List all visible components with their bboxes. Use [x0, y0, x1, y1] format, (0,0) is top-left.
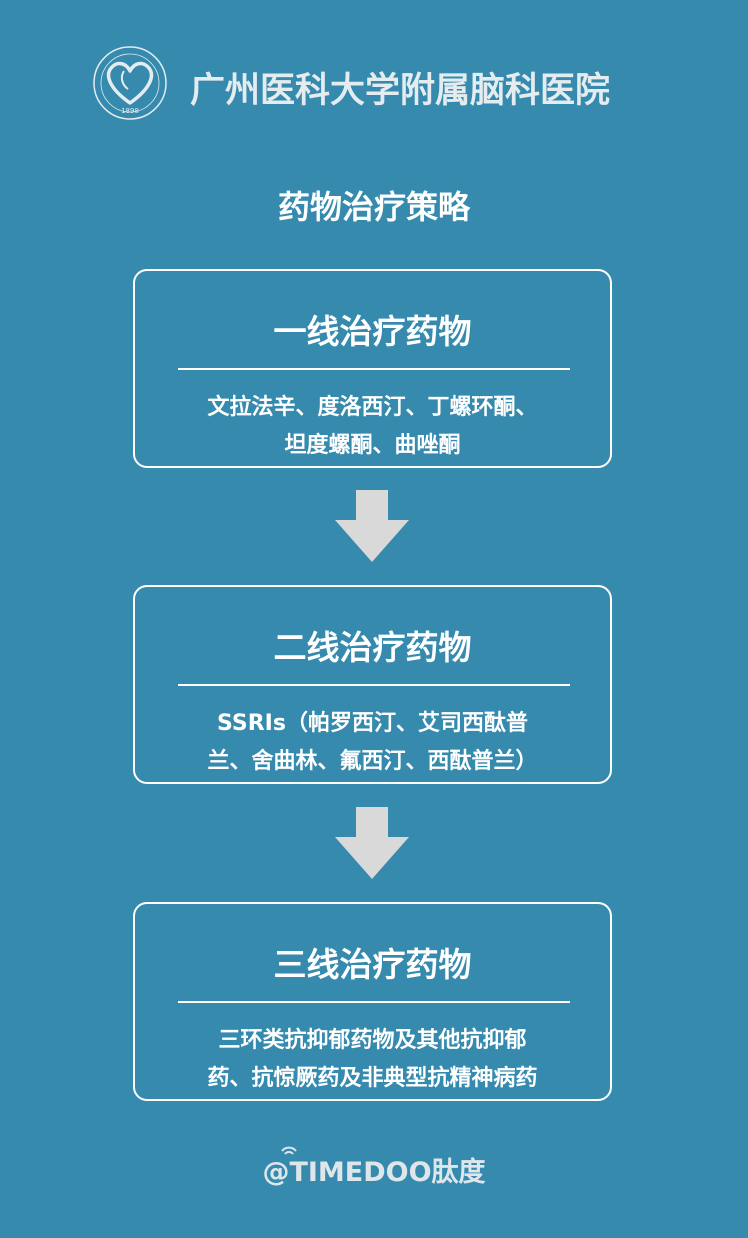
step-title: 一线治疗药物 [273, 312, 472, 351]
step-description-line: 兰、舍曲林、氟西汀、西酞普兰） [207, 749, 538, 774]
step-description-line: SSRIs（帕罗西汀、艾司西酞普 [217, 711, 528, 736]
step-description-line: 文拉法辛、度洛西汀、丁螺环酮、 [207, 395, 538, 420]
step-description: SSRIs（帕罗西汀、艾司西酞普 兰、舍曲林、氟西汀、西酞普兰） [143, 705, 602, 781]
step-description-line: 药、抗惊厥药及非典型抗精神病药 [207, 1066, 538, 1091]
hospital-name: 广州医科大学附属脑科医院 [190, 71, 611, 111]
step-description-line: 坦度螺酮、曲唑酮 [284, 433, 461, 458]
step-divider [178, 368, 570, 370]
step-title: 二线治疗药物 [273, 628, 472, 667]
step-description-line: 三环类抗抑郁药物及其他抗抑郁 [218, 1028, 527, 1053]
footer-watermark: @TIMEDOO肽度 [262, 1157, 486, 1188]
step-description: 三环类抗抑郁药物及其他抗抑郁 药、抗惊厥药及非典型抗精神病药 [143, 1022, 602, 1098]
step-divider [178, 1001, 570, 1003]
header: 1898 广州医科大学附属脑科医院 [0, 45, 748, 125]
signal-icon [281, 1146, 297, 1155]
svg-text:1898: 1898 [121, 107, 139, 115]
step-title: 三线治疗药物 [273, 945, 472, 984]
step-box-third-line: 三线治疗药物 三环类抗抑郁药物及其他抗抑郁 药、抗惊厥药及非典型抗精神病药 [133, 902, 612, 1101]
step-box-first-line: 一线治疗药物 文拉法辛、度洛西汀、丁螺环酮、 坦度螺酮、曲唑酮 [133, 269, 612, 468]
down-arrow-icon [335, 807, 409, 879]
down-arrow-icon [335, 490, 409, 562]
step-box-second-line: 二线治疗药物 SSRIs（帕罗西汀、艾司西酞普 兰、舍曲林、氟西汀、西酞普兰） [133, 585, 612, 784]
page-title: 药物治疗策略 [277, 188, 470, 226]
step-divider [178, 684, 570, 686]
step-description: 文拉法辛、度洛西汀、丁螺环酮、 坦度螺酮、曲唑酮 [143, 389, 602, 465]
hospital-logo-icon: 1898 [93, 46, 167, 120]
